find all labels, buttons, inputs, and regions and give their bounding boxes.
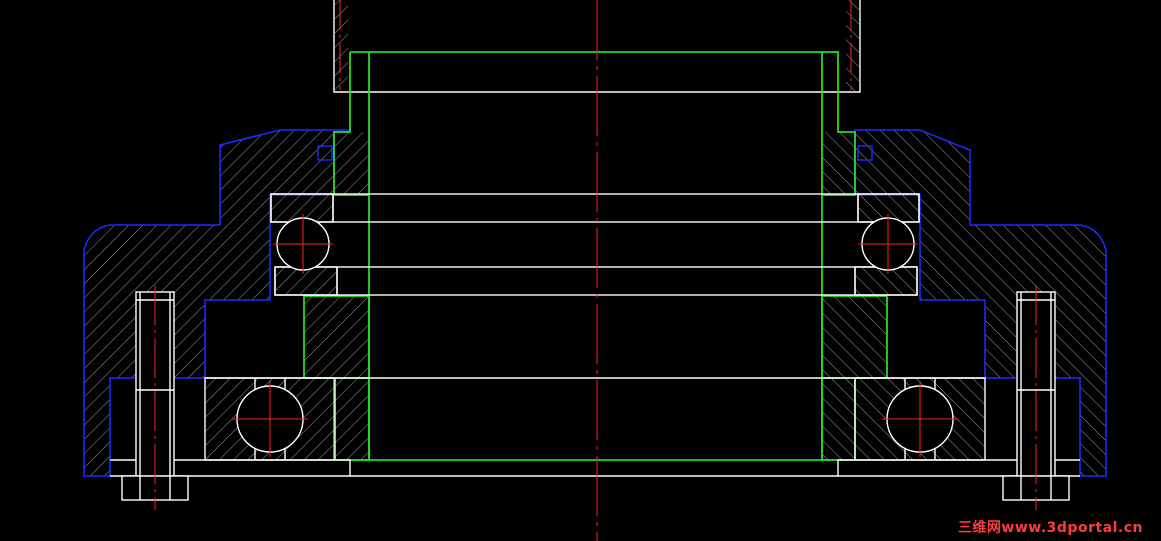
watermark-text: 三维网www.3dportal.cn: [957, 520, 1143, 536]
shaft-sleeve: [303, 51, 888, 461]
housing-right: [854, 129, 1107, 477]
radial-bearings: [110, 377, 1080, 477]
centerlines: [154, 0, 1037, 541]
